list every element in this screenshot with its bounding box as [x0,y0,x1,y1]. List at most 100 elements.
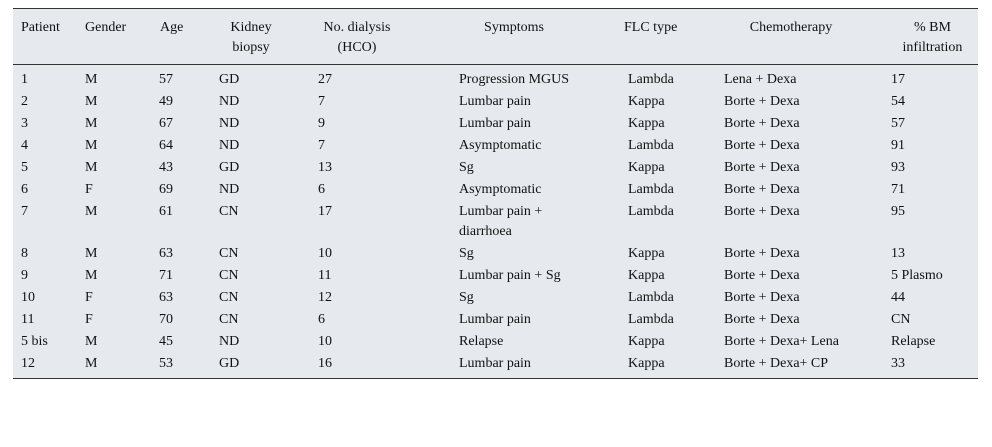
cell-chemotherapy-text: Borte + Dexa [724,312,800,327]
cell-gender: M [85,113,155,135]
cell-chemotherapy-text: Borte + Dexa [724,138,800,153]
cell-bm-infiltration: 5 Plasmo [887,265,978,287]
cell-bm-infiltration-text: 91 [891,138,905,153]
cell-flc-type: Lambda [624,179,720,201]
cell-flc-type-text: Kappa [628,356,665,371]
cell-kidney-biopsy-text: ND [219,116,240,131]
cell-bm-infiltration-text: 33 [891,356,905,371]
cell-bm-infiltration-text: 44 [891,290,905,305]
cell-no-dialysis-text: 7 [318,138,325,153]
cell-flc-type-text: Lambda [628,182,674,197]
cell-gender-text: M [85,72,98,87]
cell-no-dialysis-text: 7 [318,94,325,109]
cell-gender: M [85,157,155,179]
cell-symptoms: Lumbar pain [432,309,624,331]
cell-kidney-biopsy-text: ND [219,94,240,109]
header-kidney-biopsy: Kidney biopsy [215,9,312,65]
cell-kidney-biopsy: CN [215,201,312,243]
cell-flc-type-text: Lambda [628,138,674,153]
cell-age: 57 [155,65,215,92]
header-gender: Gender [85,9,155,65]
header-bm-infiltration: % BM infiltration [887,9,978,65]
cell-patient: 4 [13,135,85,157]
cell-kidney-biopsy: CN [215,265,312,287]
cell-bm-infiltration: 33 [887,353,978,378]
cell-flc-type-text: Kappa [628,246,665,261]
cell-flc-type: Lambda [624,65,720,92]
cell-symptoms-text: Sg [459,246,474,261]
cell-no-dialysis: 7 [312,135,432,157]
patient-table-container: Patient Gender Age Kidney biopsy No. dia… [13,8,978,379]
cell-symptoms: Sg [432,157,624,179]
cell-flc-type: Lambda [624,309,720,331]
patient-table: Patient Gender Age Kidney biopsy No. dia… [13,9,978,378]
cell-bm-infiltration: 44 [887,287,978,309]
cell-no-dialysis: 7 [312,91,432,113]
cell-flc-type-text: Kappa [628,116,665,131]
cell-symptoms-text: Lumbar pain [459,312,531,327]
cell-age: 61 [155,201,215,243]
cell-patient-text: 3 [21,116,28,131]
header-no-dialysis: No. dialysis (HCO) [312,9,432,65]
cell-kidney-biopsy-text: GD [219,72,240,87]
cell-gender-text: M [85,116,98,131]
cell-patient-text: 7 [21,204,28,219]
cell-patient: 5 [13,157,85,179]
cell-chemotherapy-text: Borte + Dexa [724,160,800,175]
cell-no-dialysis: 27 [312,65,432,92]
cell-symptoms-text: Lumbar pain [459,94,531,109]
cell-chemotherapy-text: Borte + Dexa [724,94,800,109]
cell-gender: M [85,243,155,265]
cell-kidney-biopsy-text: CN [219,268,239,283]
cell-flc-type-text: Lambda [628,290,674,305]
cell-age-text: 63 [159,246,173,261]
cell-symptoms-text: Lumbar pain [459,356,531,371]
cell-flc-type-text: Kappa [628,94,665,109]
cell-kidney-biopsy-text: CN [219,290,239,305]
cell-chemotherapy-text: Borte + Dexa+ CP [724,356,829,371]
header-flc-type: FLC type [624,9,720,65]
cell-chemotherapy: Borte + Dexa+ CP [720,353,887,378]
cell-symptoms-text: Sg [459,160,474,175]
header-patient: Patient [13,9,85,65]
cell-age-text: 57 [159,72,173,87]
cell-kidney-biopsy: ND [215,331,312,353]
header-chemotherapy: Chemotherapy [720,9,887,65]
cell-kidney-biopsy-text: GD [219,356,240,371]
cell-gender: M [85,65,155,92]
cell-age: 67 [155,113,215,135]
cell-patient: 11 [13,309,85,331]
cell-bm-infiltration-text: 54 [891,94,905,109]
cell-no-dialysis-text: 11 [318,268,332,283]
cell-kidney-biopsy-text: GD [219,160,240,175]
cell-flc-type: Kappa [624,265,720,287]
header-age: Age [155,9,215,65]
cell-kidney-biopsy: CN [215,287,312,309]
cell-gender-text: M [85,334,98,349]
cell-no-dialysis: 10 [312,243,432,265]
cell-symptoms: Progression MGUS [432,65,624,92]
cell-age-text: 49 [159,94,173,109]
cell-age: 63 [155,287,215,309]
cell-chemotherapy-text: Borte + Dexa [724,290,800,305]
cell-kidney-biopsy: CN [215,309,312,331]
cell-bm-infiltration-text: 5 Plasmo [891,268,943,283]
cell-symptoms: Sg [432,243,624,265]
cell-patient: 6 [13,179,85,201]
cell-chemotherapy-text: Borte + Dexa [724,246,800,261]
cell-patient: 8 [13,243,85,265]
cell-gender: F [85,309,155,331]
cell-chemotherapy-text: Borte + Dexa [724,204,800,219]
table-header-row: Patient Gender Age Kidney biopsy No. dia… [13,9,978,65]
cell-age: 64 [155,135,215,157]
cell-patient-text: 8 [21,246,28,261]
cell-kidney-biopsy-text: CN [219,312,239,327]
cell-bm-infiltration: 91 [887,135,978,157]
cell-kidney-biopsy-text: CN [219,246,239,261]
